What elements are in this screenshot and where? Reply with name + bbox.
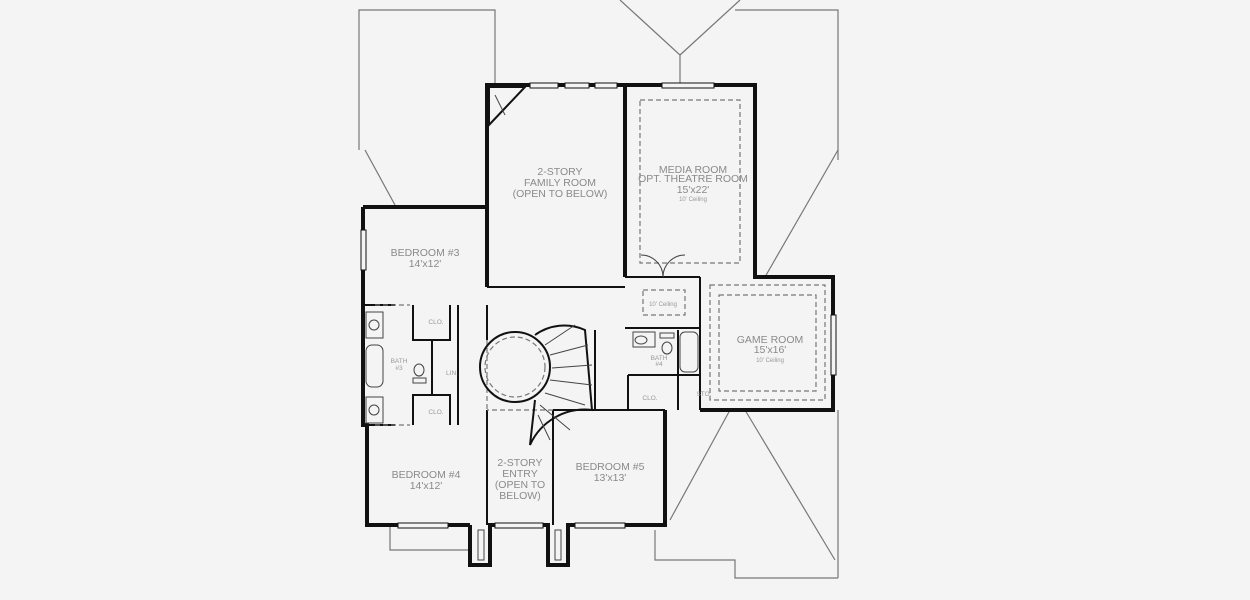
svg-text:#4: #4 bbox=[655, 361, 663, 368]
family-room-label: 2-STORY FAMILY ROOM (OPEN TO BELOW) bbox=[513, 166, 608, 200]
bath-fixtures bbox=[365, 311, 699, 424]
svg-text:15'x22': 15'x22' bbox=[677, 184, 710, 196]
svg-text:GAME ROOM: GAME ROOM bbox=[737, 334, 804, 346]
svg-text:BEDROOM #5: BEDROOM #5 bbox=[576, 461, 645, 473]
svg-text:2-STORY: 2-STORY bbox=[497, 457, 542, 469]
svg-text:14'x12': 14'x12' bbox=[409, 258, 442, 270]
svg-text:(OPEN TO: (OPEN TO bbox=[495, 479, 545, 491]
svg-text:15'x16': 15'x16' bbox=[754, 344, 787, 356]
linen-label: LIN. bbox=[446, 370, 458, 377]
svg-text:BEDROOM #3: BEDROOM #3 bbox=[391, 247, 460, 259]
svg-text:13'x13': 13'x13' bbox=[594, 472, 627, 484]
svg-text:BATH: BATH bbox=[391, 358, 408, 365]
svg-text:10' Ceiling: 10' Ceiling bbox=[679, 197, 707, 203]
closet-label: CLO. bbox=[428, 409, 443, 416]
media-ceiling-tray bbox=[639, 99, 741, 264]
svg-text:2-STORY: 2-STORY bbox=[537, 166, 582, 178]
svg-text:BEDROOM #4: BEDROOM #4 bbox=[392, 469, 461, 481]
svg-text:ENTRY: ENTRY bbox=[502, 468, 537, 480]
windows bbox=[360, 82, 837, 561]
hall-ceiling-tray bbox=[642, 289, 686, 316]
svg-text:#3: #3 bbox=[395, 365, 403, 372]
svg-text:(OPEN TO BELOW): (OPEN TO BELOW) bbox=[513, 188, 608, 200]
game-ceiling-tray-outer bbox=[709, 284, 826, 401]
media-room-label: MEDIA ROOM OPT. THEATRE ROOM 15'x22' 10'… bbox=[638, 164, 748, 203]
svg-text:OPT. THEATRE ROOM: OPT. THEATRE ROOM bbox=[638, 173, 748, 185]
svg-text:14'x12': 14'x12' bbox=[410, 480, 443, 492]
spiral-staircase bbox=[479, 324, 594, 446]
game-room-label: GAME ROOM 15'x16' 10' Ceiling bbox=[737, 334, 804, 364]
storage-label: STO. bbox=[696, 391, 711, 398]
svg-text:BELOW): BELOW) bbox=[499, 490, 540, 502]
door-openings bbox=[375, 304, 553, 426]
entry-label: 2-STORY ENTRY (OPEN TO BELOW) bbox=[495, 457, 545, 502]
roof-outline bbox=[358, 0, 839, 579]
closet-label: CLO. bbox=[642, 395, 657, 402]
bedroom-4-label: BEDROOM #4 14'x12' bbox=[392, 469, 461, 492]
svg-text:MEDIA ROOM: MEDIA ROOM bbox=[659, 164, 727, 176]
fireplace bbox=[488, 86, 528, 128]
game-ceiling-tray-inner bbox=[718, 294, 817, 392]
hall-ceiling-label: 10' Ceiling bbox=[649, 302, 677, 308]
svg-text:10' Ceiling: 10' Ceiling bbox=[756, 358, 784, 364]
bath-3-label: BATH #3 bbox=[391, 358, 408, 372]
bedroom-3-label: BEDROOM #3 14'x12' bbox=[391, 247, 460, 270]
svg-text:BATH: BATH bbox=[651, 355, 668, 362]
media-double-door bbox=[640, 254, 686, 278]
bath-4-label: BATH #4 bbox=[651, 355, 668, 368]
bedroom-5-label: BEDROOM #5 13'x13' bbox=[576, 461, 645, 484]
closet-label: CLO. bbox=[428, 319, 443, 326]
svg-text:FAMILY ROOM: FAMILY ROOM bbox=[524, 177, 596, 189]
